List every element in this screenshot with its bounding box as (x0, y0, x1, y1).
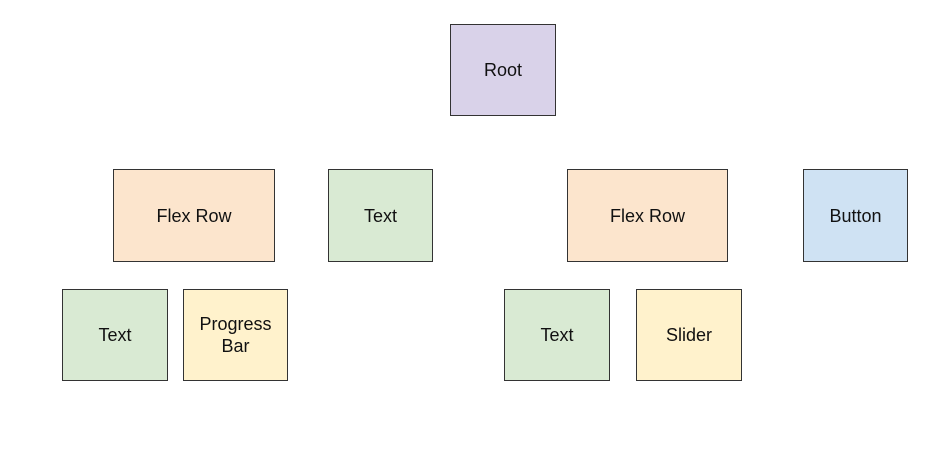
progress-bar-node-label: Progress Bar (199, 314, 272, 356)
root-node: Root (450, 24, 556, 116)
flex-row-node-right-label: Flex Row (609, 205, 685, 226)
button-node: Button (803, 169, 908, 262)
progress-bar-node: Progress Bar (183, 289, 288, 381)
text-node-left-child-label: Text (98, 325, 132, 345)
text-node-top: Text (328, 169, 433, 262)
button-node-label: Button (829, 205, 882, 226)
slider-node-label: Slider (665, 325, 713, 345)
flex-row-node-right: Flex Row (567, 169, 728, 262)
slider-node: Slider (636, 289, 742, 381)
flex-row-node-left-label: Flex Row (156, 205, 232, 226)
text-node-right-child: Text (504, 289, 610, 381)
flex-row-node-left: Flex Row (113, 169, 275, 262)
text-node-right-child-label: Text (540, 325, 574, 345)
text-node-left-child: Text (62, 289, 168, 381)
text-node-top-label: Text (363, 205, 397, 226)
root-node-label: Root (483, 60, 523, 80)
